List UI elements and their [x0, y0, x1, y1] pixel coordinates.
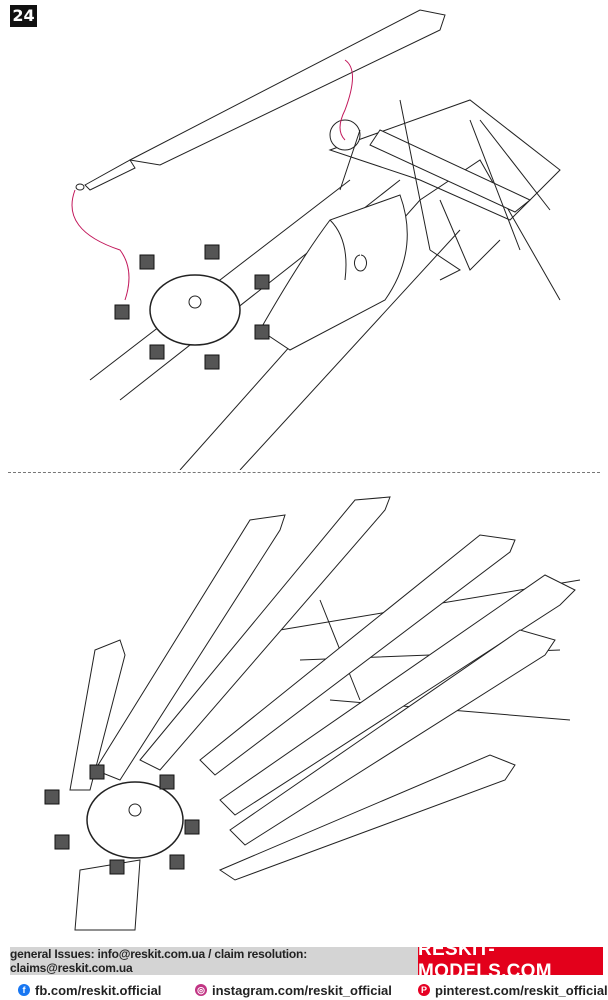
- rotor-blades-assembly-diagram: [44, 496, 581, 931]
- pinterest-icon: P: [418, 984, 430, 996]
- contact-bar: general Issues: info@reskit.com.ua / cla…: [10, 947, 418, 975]
- section-divider: [8, 472, 600, 473]
- instagram-icon: ◎: [195, 984, 207, 996]
- rotor-head-attach-diagram: [71, 9, 561, 470]
- facebook-link[interactable]: f fb.com/reskit.official: [18, 981, 161, 999]
- brand-link[interactable]: RESKIT-MODELS.COM: [418, 939, 603, 982]
- instagram-label: instagram.com/reskit_official: [212, 982, 392, 998]
- step-number: 24: [10, 5, 37, 27]
- facebook-label: fb.com/reskit.official: [35, 982, 162, 998]
- instagram-link[interactable]: ◎ instagram.com/reskit_official: [195, 981, 392, 999]
- pinterest-label: pinterest.com/reskit_official: [435, 982, 608, 998]
- pinterest-link[interactable]: P pinterest.com/reskit_official: [418, 981, 608, 999]
- facebook-icon: f: [18, 984, 30, 996]
